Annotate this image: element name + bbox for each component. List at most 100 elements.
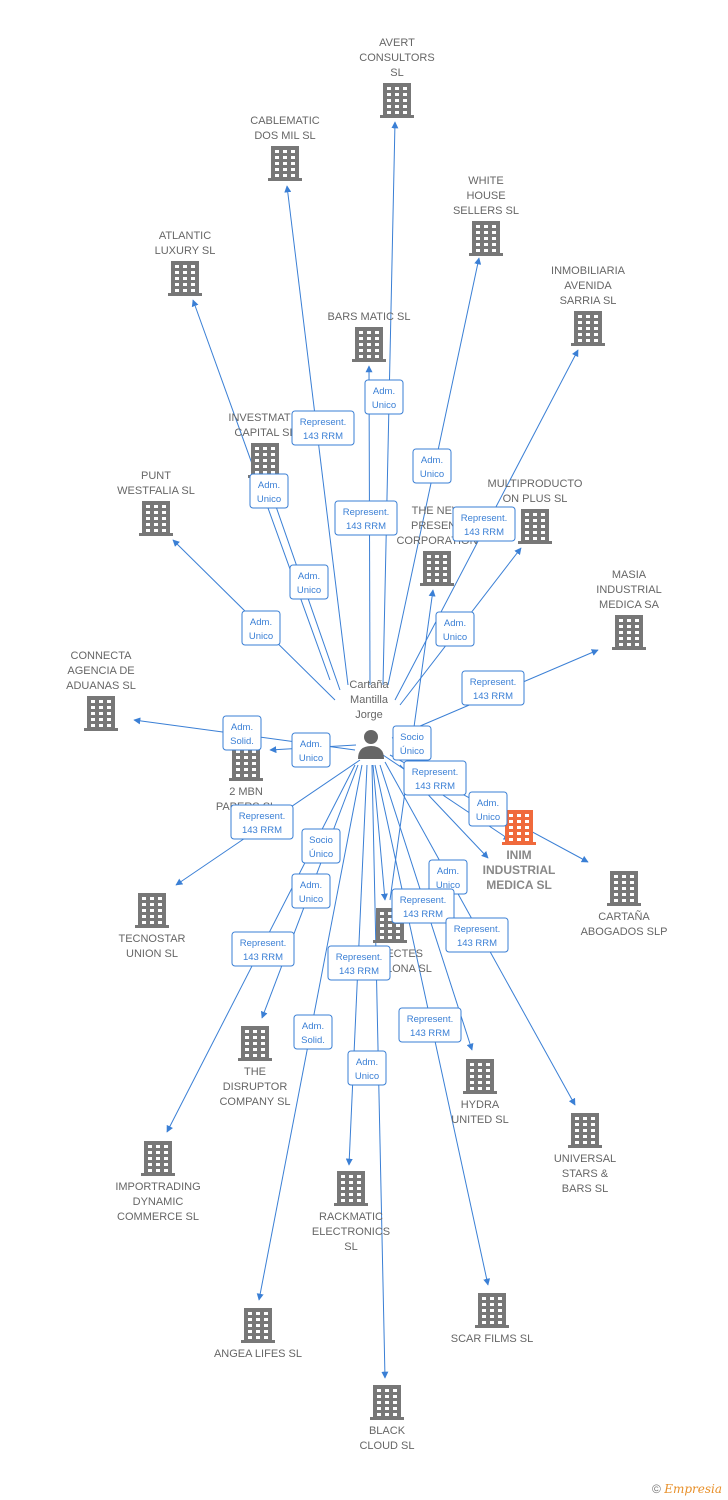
company-label-inmobiliaria-line-2: SARRIA SL	[560, 295, 617, 307]
edge-label-line: Socio	[400, 732, 424, 743]
edge-label-line: 143 RRM	[303, 431, 343, 442]
edge-label-line: Unico	[257, 494, 281, 505]
company-node-investmatic[interactable]: INVESTMATIC CAPITAL SL	[228, 412, 302, 478]
edge-label-line: Adm.	[300, 739, 322, 750]
edge-label: Represent.143 RRM	[334, 500, 398, 536]
company-label-multiproducto-line-0: MULTIPRODUCTO	[488, 478, 583, 490]
edge-label-line: Represent.	[336, 952, 382, 963]
building-icon	[380, 83, 414, 118]
building-icon	[334, 1171, 368, 1206]
building-icon	[135, 893, 169, 928]
edge-label-line: Unico	[372, 400, 396, 411]
brand-logo[interactable]: Empresia	[664, 1482, 722, 1496]
edge-label-line: Unico	[436, 880, 460, 891]
edge-label-line: Represent.	[300, 417, 346, 428]
company-label-connecta-line-0: CONNECTA	[71, 650, 133, 662]
edge-label-line: Unico	[299, 753, 323, 764]
building-icon	[518, 509, 552, 544]
company-label-connecta-line-1: AGENCIA DE	[67, 665, 134, 677]
edge-label: Adm.Unico	[249, 473, 289, 509]
building-icon	[241, 1308, 275, 1343]
copyright-symbol: ©	[652, 1482, 661, 1496]
person-label-line-1: Mantilla	[350, 694, 389, 706]
company-label-tecnostar-line-0: TECNOSTAR	[118, 933, 185, 945]
company-label-universal-line-1: STARS &	[562, 1168, 609, 1180]
company-label-investmatic-line-1: CAPITAL SL	[234, 427, 295, 439]
person-icon	[358, 730, 384, 759]
edge-label: Adm.Solid.	[222, 715, 262, 751]
building-icon	[139, 501, 173, 536]
edge-label-line: Adm.	[298, 571, 320, 582]
company-label-rackmatic-line-1: ELECTRONICS	[312, 1226, 390, 1238]
company-label-investmatic-line-0: INVESTMATIC	[228, 412, 301, 424]
edge-label: Adm.Solid.	[293, 1014, 333, 1050]
company-node-barsmatic[interactable]: BARS MATIC SL	[328, 311, 411, 362]
company-label-connecta-line-2: ADUANAS SL	[66, 680, 136, 692]
edge-label-line: Adm.	[444, 618, 466, 629]
edge-to-projectes	[372, 764, 388, 901]
edge-label: Represent.143 RRM	[445, 917, 509, 953]
edge-label-line: 143 RRM	[415, 781, 455, 792]
edge-label-line: 143 RRM	[403, 909, 443, 920]
edge-label: Adm.Unico	[468, 791, 508, 827]
company-label-rackmatic-line-0: RACKMATIC	[319, 1211, 383, 1223]
company-label-punt-line-0: PUNT	[141, 470, 171, 482]
edge-label-line: Represent.	[239, 811, 285, 822]
edge-label-line: Único	[309, 849, 333, 860]
edge-label-line: Socio	[309, 835, 333, 846]
company-label-universal-line-2: BARS SL	[562, 1183, 608, 1195]
company-label-white-line-0: WHITE	[468, 175, 503, 187]
edge-label: Adm. Unico	[291, 732, 331, 768]
building-icon	[607, 871, 641, 906]
company-node-mbn[interactable]: 2 MBNPAPERS SL	[216, 746, 276, 813]
company-node-scar[interactable]: SCAR FILMS SL	[451, 1293, 534, 1345]
person-label-line-2: Jorge	[355, 709, 383, 721]
building-icon	[268, 146, 302, 181]
edge-label-line: 143 RRM	[410, 1028, 450, 1039]
company-node-angea[interactable]: ANGEA LIFES SL	[214, 1308, 302, 1360]
person-label-line-0: Cartaña	[349, 679, 389, 691]
edge-label: Represent. 143 RRM	[230, 804, 294, 840]
edge-label-line: 143 RRM	[242, 825, 282, 836]
company-label-avert-line-2: SL	[390, 67, 403, 79]
company-node-connecta[interactable]: CONNECTA AGENCIA DE ADUANAS SL	[66, 650, 136, 731]
edge-label-line: Único	[400, 746, 424, 757]
edge-label-line: Unico	[476, 812, 500, 823]
edge-label: Represent.143 RRM	[452, 506, 516, 542]
edge-label: Represent.143 RRM	[398, 1007, 462, 1043]
company-node-white[interactable]: WHITE HOUSE SELLERS SL	[453, 175, 519, 256]
edge-label-line: Unico	[299, 894, 323, 905]
building-icon	[229, 746, 263, 781]
company-label-importrading-line-2: COMMERCE SL	[117, 1211, 199, 1223]
building-icon	[475, 1293, 509, 1328]
edge-label-line: Unico	[420, 469, 444, 480]
company-label-white-line-1: HOUSE	[466, 190, 505, 202]
company-label-white-line-2: SELLERS SL	[453, 205, 519, 217]
footer-credit: © Empresia	[652, 1482, 722, 1496]
edge-label-line: 143 RRM	[473, 691, 513, 702]
company-label-masia-line-1: INDUSTRIAL	[596, 584, 661, 596]
edge-label-line: Adm.	[373, 386, 395, 397]
edge-label-line: 143 RRM	[346, 521, 386, 532]
